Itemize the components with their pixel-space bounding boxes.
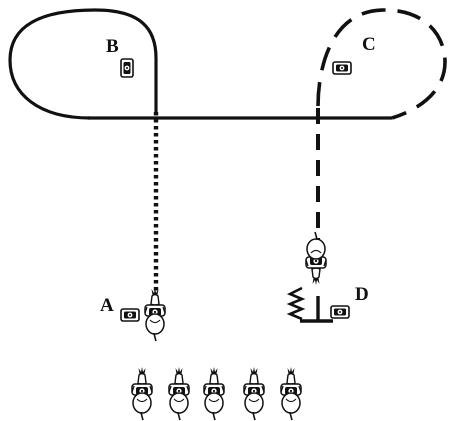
camera-cone-icon-a xyxy=(120,308,140,322)
horse-and-rider-icon-d xyxy=(305,231,327,286)
horse-and-rider-icon-waiting xyxy=(131,366,153,421)
zigzag-spring-icon xyxy=(286,286,306,321)
label-b: B xyxy=(106,36,119,57)
horse-and-rider-icon-a xyxy=(144,287,166,342)
camera-cone-icon-c xyxy=(332,61,352,75)
camera-cone-icon-d xyxy=(330,305,350,319)
horse-and-rider-icon-waiting xyxy=(203,366,225,421)
horse-and-rider-icon-waiting xyxy=(243,366,265,421)
left-loop-path xyxy=(8,8,158,120)
horse-and-rider-icon-waiting xyxy=(280,366,302,421)
label-d: D xyxy=(355,284,369,305)
camera-cone-icon-b xyxy=(120,58,134,78)
right-loop-path xyxy=(316,8,447,120)
horse-and-rider-icon-waiting xyxy=(168,366,190,421)
label-c: C xyxy=(362,34,376,55)
label-a: A xyxy=(100,295,114,316)
